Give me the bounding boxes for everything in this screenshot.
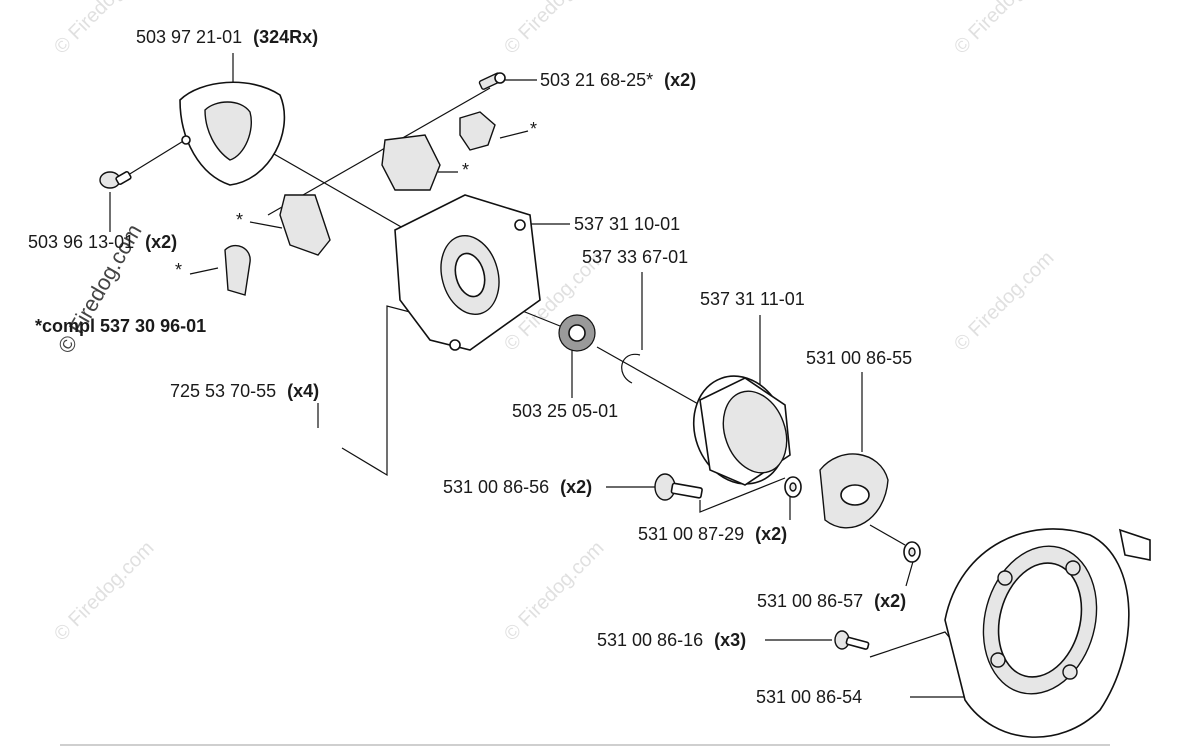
label-washer2: 531 00 86-57 (x2)	[757, 591, 906, 611]
label-clutch-bolt: 531 00 86-56 (x2)	[443, 477, 592, 497]
bracket-parts	[224, 111, 496, 296]
screw-left-part	[99, 170, 132, 189]
bottom-divider	[60, 744, 1110, 746]
label-clutch: 531 00 86-55	[806, 348, 912, 368]
drum-part	[692, 375, 791, 486]
circlip-part	[621, 353, 641, 384]
fan-housing-part	[944, 528, 1151, 738]
asterisk-3: *	[236, 210, 243, 230]
watermark: © Firedog.com	[950, 247, 1059, 356]
label-screw-left: 503 96 13-01 (x2)	[28, 232, 177, 252]
screw-fan-part	[834, 630, 870, 650]
clutch-part	[819, 453, 889, 529]
washer2-part	[903, 541, 921, 563]
label-fan-housing: 531 00 86-54	[756, 687, 862, 707]
watermark: © Firedog.com	[950, 0, 1059, 59]
watermark: © Firedog.com	[50, 537, 159, 646]
asterisk-4: *	[175, 260, 182, 280]
washer-part	[784, 476, 802, 498]
asterisk-2: *	[462, 160, 469, 180]
label-screw-fan: 531 00 86-16 (x3)	[597, 630, 746, 650]
screw-top-part	[478, 72, 506, 90]
label-circlip: 537 33 67-01	[582, 247, 688, 267]
label-bearing: 503 25 05-01	[512, 401, 618, 421]
label-housing: 537 31 10-01	[574, 214, 680, 234]
cover-part	[179, 81, 286, 186]
bolt-part	[654, 473, 703, 501]
watermark: © Firedog.com	[500, 537, 609, 646]
label-kit: *compl 537 30 96-01	[35, 316, 206, 336]
label-screw-housing: 725 53 70-55 (x4)	[170, 381, 319, 401]
housing-part	[394, 194, 541, 351]
label-cover-top: 503 97 21-01 (324Rx)	[136, 27, 318, 47]
watermark: © Firedog.com	[500, 0, 609, 59]
part-labels: 503 97 21-01 (324Rx) 503 21 68-25* (x2) …	[28, 27, 912, 707]
label-drum: 537 31 11-01	[700, 289, 805, 309]
asterisk-1: *	[530, 119, 537, 139]
bearing-part	[558, 314, 596, 352]
label-screw-top: 503 21 68-25* (x2)	[540, 70, 696, 90]
label-washer: 531 00 87-29 (x2)	[638, 524, 787, 544]
